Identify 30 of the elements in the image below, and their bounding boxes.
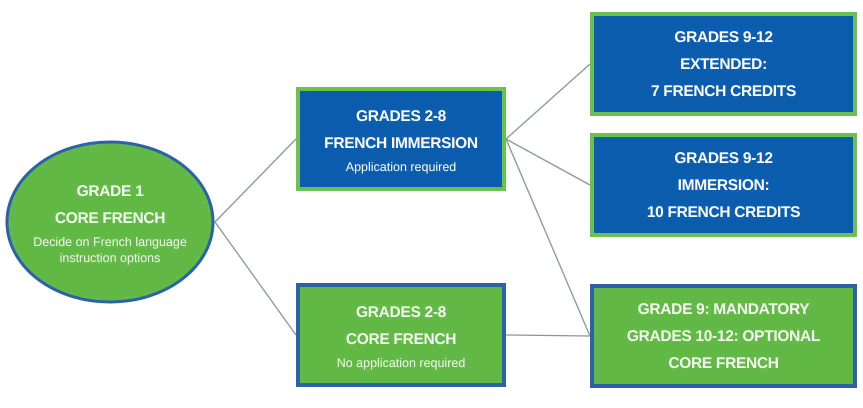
node-heading: IMMERSION: xyxy=(678,176,770,196)
grade-circle xyxy=(5,140,215,304)
node-note: Decide on French language instruction options xyxy=(32,234,188,266)
node-heading: GRADES 2-8 xyxy=(356,303,446,323)
connector-line xyxy=(505,138,591,336)
node-heading: CORE FRENCH xyxy=(346,330,456,350)
grade-box xyxy=(296,283,506,387)
node-heading: GRADES 9-12 xyxy=(674,28,773,48)
node-heading: EXTENDED: xyxy=(680,54,767,74)
grade-box xyxy=(296,87,506,191)
node-heading: FRENCH IMMERSION xyxy=(324,134,478,154)
grade-box xyxy=(590,133,857,237)
node-heading: CORE FRENCH xyxy=(54,209,166,229)
node-heading: GRADE 9: MANDATORY xyxy=(638,300,810,320)
node-heading: GRADES 2-8 xyxy=(356,107,446,127)
node-heading: CORE FRENCH xyxy=(668,354,779,374)
connector-line xyxy=(214,138,296,222)
grade-box xyxy=(590,12,857,116)
connector-line xyxy=(506,334,590,337)
node-heading: GRADES 9-12 xyxy=(674,148,773,168)
connector-line xyxy=(506,138,590,186)
node-note: Application required xyxy=(346,159,456,175)
connector-line xyxy=(506,64,590,140)
node-heading: GRADES 10-12: OPTIONAL xyxy=(626,326,820,346)
connector-line xyxy=(214,222,297,336)
node-heading: GRADE 1 xyxy=(76,182,144,202)
node-heading: 10 FRENCH CREDITS xyxy=(646,202,800,222)
grade-box xyxy=(590,284,857,388)
node-heading: 7 FRENCH CREDITS xyxy=(650,82,796,102)
node-note: No application required xyxy=(336,355,466,371)
